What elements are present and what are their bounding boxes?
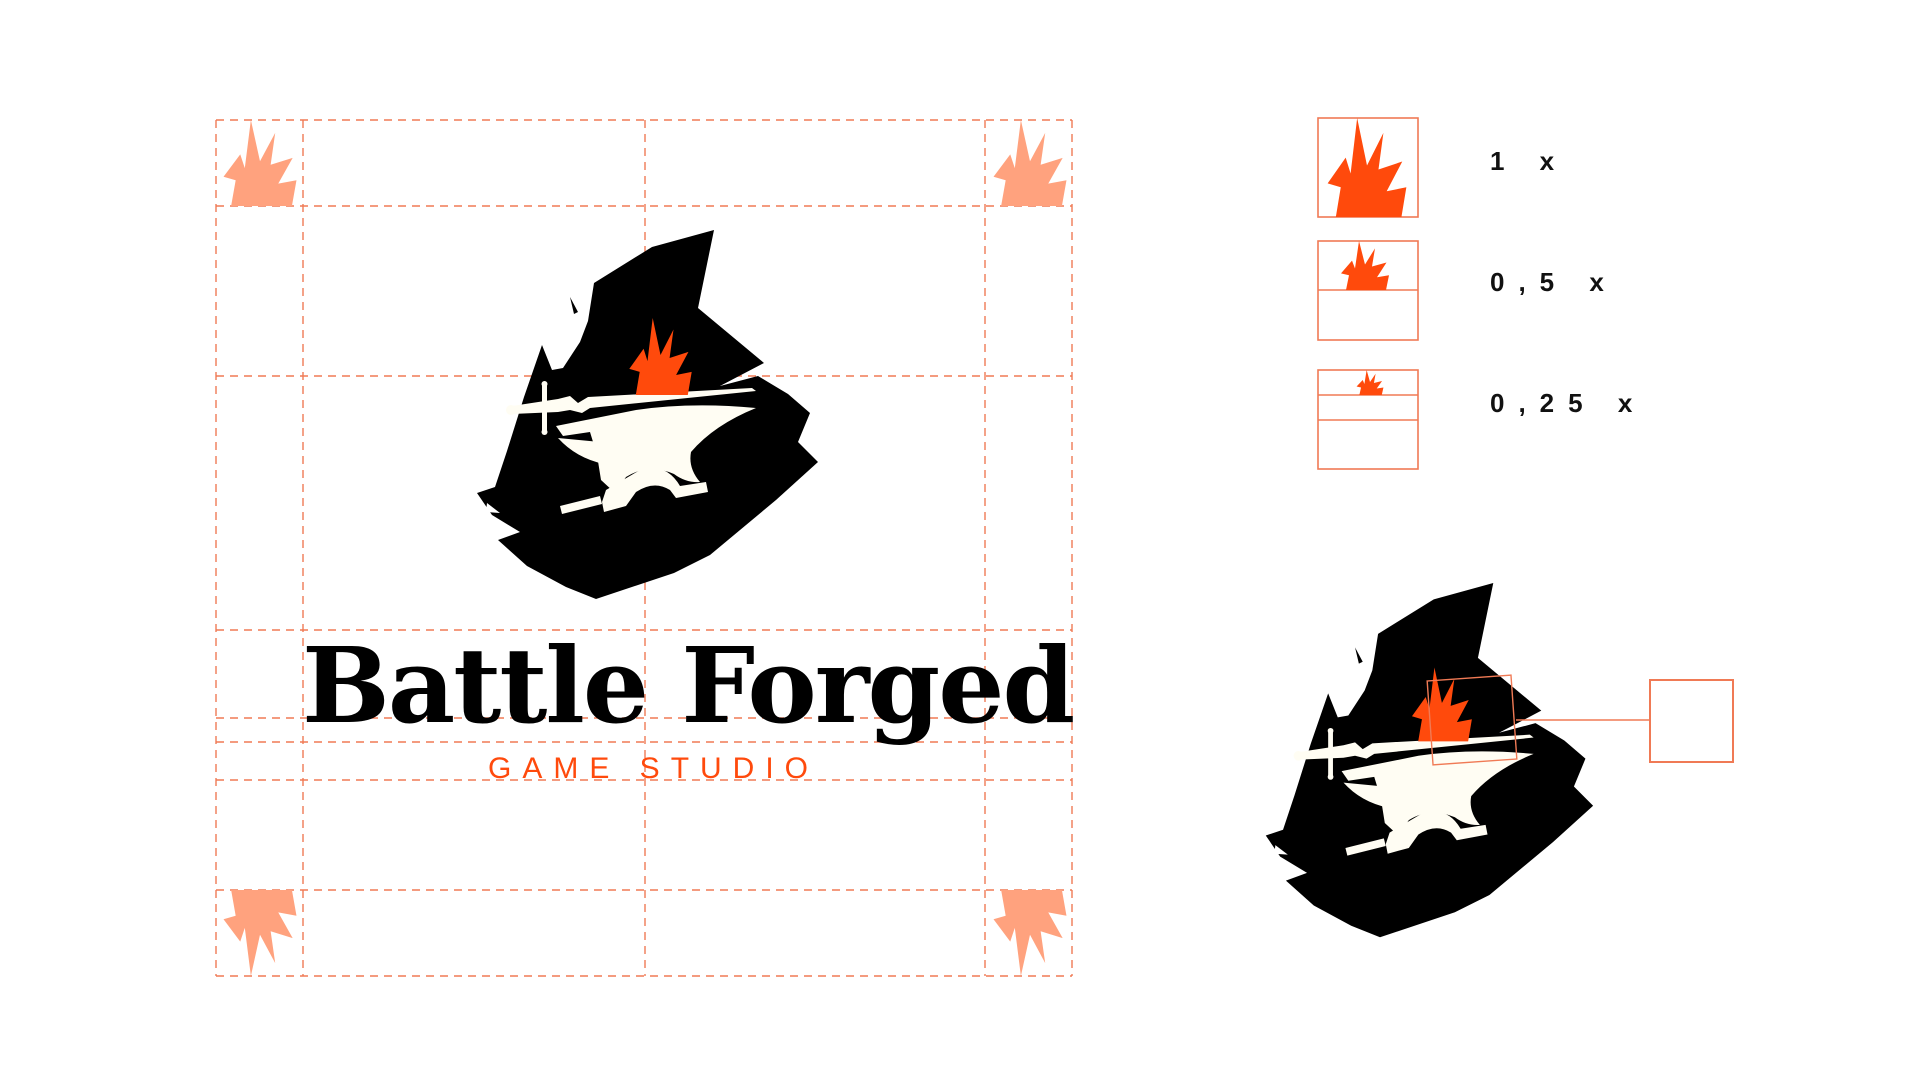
logo-symbol-icon [477,230,818,599]
corner-flame-icon-top-left [223,120,297,206]
scale-label-05x: 0,5 x [1490,267,1618,297]
scale-sample-05x [1317,240,1419,341]
flame-callout [1426,674,1734,766]
scale-sample-025x [1317,369,1419,470]
scale-sample-1x [1317,117,1419,218]
scale-label-025x: 0,25 x [1490,388,1647,418]
scale-flame-icon-025x [1356,370,1384,395]
brand-tagline: GAME STUDIO [488,752,820,785]
logo-symbol-callout-icon [1266,583,1593,937]
scale-label-1x: 1 x [1490,146,1569,176]
corner-flame-icon-bottom-left [223,890,297,976]
corner-flame-icon-top-right [993,120,1067,206]
brand-wordmark: Battle Forged [302,624,1075,747]
scale-flame-icon-05x [1341,241,1389,290]
guide-grid [215,119,1073,977]
corner-flame-icon-bottom-right [993,890,1067,976]
scale-flame-icon-1x [1327,118,1407,217]
